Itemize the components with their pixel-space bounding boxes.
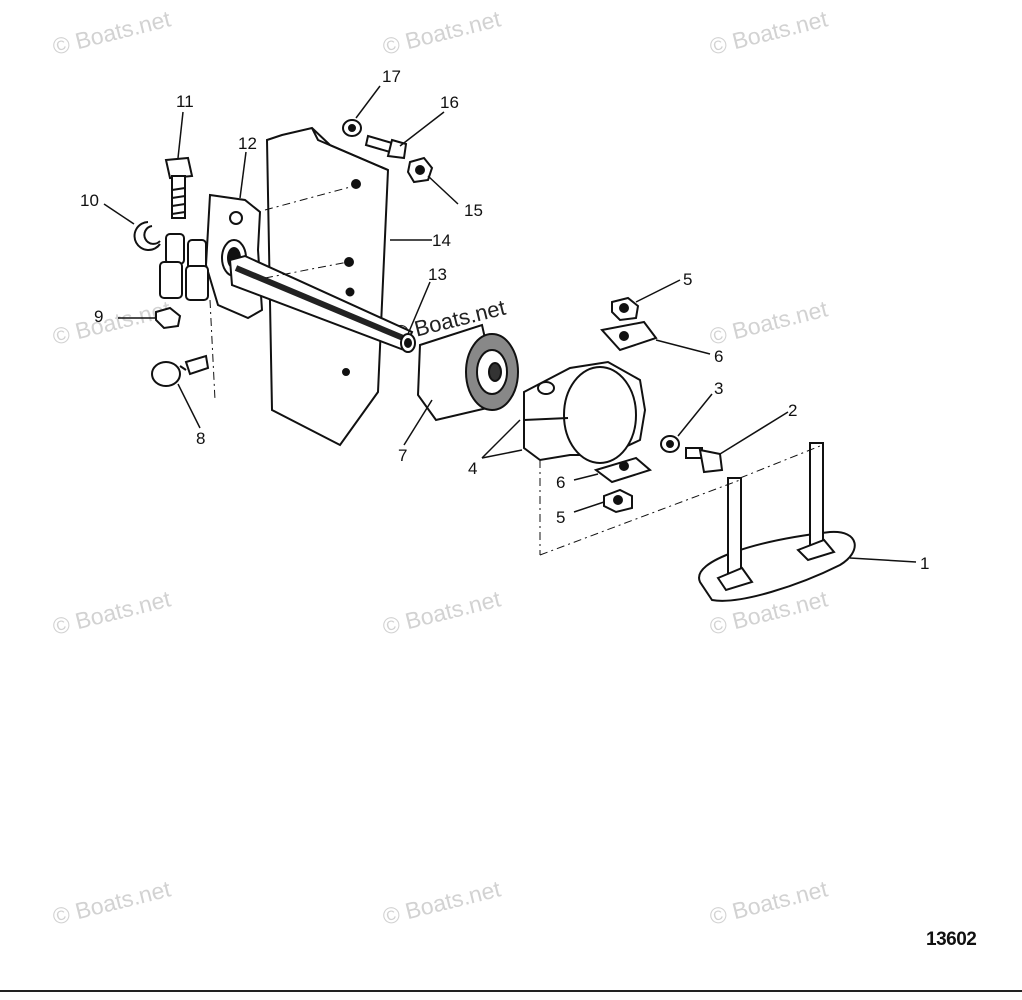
part-11-nut [155,306,182,330]
watermark: © Boats.net [50,5,174,60]
part-2-bolt [685,447,724,474]
callout-12: 10 [80,191,99,210]
part-9-mounting-plate [265,126,390,447]
callout-4: 4 [468,459,477,478]
watermark: © Boats.net [707,875,831,930]
part-8-shaft [228,254,416,353]
callout-6b: 6 [556,473,565,492]
watermark: © Boats.net [50,585,174,640]
alignment-lines [209,185,821,556]
part-6-plate-top [600,320,658,352]
callout-6a: 6 [714,347,723,366]
callout-7: 7 [398,446,407,465]
callout-17: 17 [382,67,401,86]
callout-3: 3 [714,379,723,398]
bushings [159,233,209,301]
part-14-bracket [204,193,264,320]
callout-labels: 11 12 10 9 8 17 16 15 14 13 7 4 5 6 3 2 … [80,67,929,573]
watermark: © Boats.net [707,5,831,60]
watermark: © Boats.net [380,585,504,640]
part-7-rubber-mount [416,323,519,422]
part-4-clamp [523,360,647,464]
watermark: © Boats.net [50,295,174,350]
callout-9: 14 [432,231,451,250]
callout-5b: 5 [556,508,565,527]
part-12-snap-ring [133,221,161,251]
part-17-washer [342,119,362,137]
callout-15: 15 [464,201,483,220]
watermark: © Boats.net [380,5,504,60]
part-15-nut [406,156,434,184]
callout-8: 13 [428,265,447,284]
callout-1: 1 [920,554,929,573]
part-10-bolt [151,354,210,387]
leader-lines [103,85,917,563]
part-16-bolt [364,134,408,160]
callout-5a: 5 [683,270,692,289]
part-3-washer [660,435,680,453]
callout-2: 2 [788,401,797,420]
bottom-border [0,990,1022,992]
callout-14: 12 [238,134,257,153]
callout-10: 8 [196,429,205,448]
callout-11: 9 [94,307,103,326]
part-5-nut-bottom [603,488,633,514]
watermark: © Boats.net [50,875,174,930]
watermark: © Boats.net [707,295,831,350]
drawing-number: 13602 [926,929,977,950]
callout-16: 16 [440,93,459,112]
callout-13: 11 [176,92,194,111]
watermark: © Boats.net [380,875,504,930]
part-1-base-plate [698,442,856,602]
part-13-bolt [164,156,194,219]
part-5-nut-top [611,296,640,322]
part-6-plate-bottom [593,456,653,484]
